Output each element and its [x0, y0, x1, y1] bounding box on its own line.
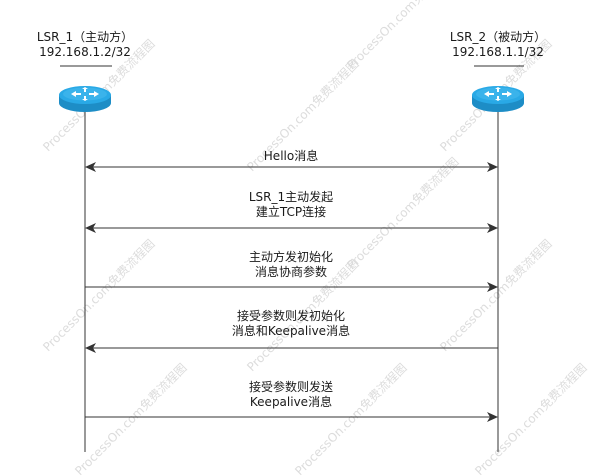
message-label: 接受参数则发初始化 — [237, 308, 345, 323]
watermark-text: ProcessOn.com免费流程图 — [344, 154, 462, 272]
message-label: 建立TCP连接 — [256, 204, 326, 219]
watermark-text: ProcessOn.com免费流程图 — [292, 360, 410, 476]
message-label: LSR_1主动发起 — [249, 189, 333, 204]
message-hello: Hello消息 — [85, 148, 498, 172]
router-icon — [59, 86, 111, 112]
message-tcp: LSR_1主动发起 建立TCP连接 — [85, 189, 498, 233]
lsr2-ip: 192.168.1.1/32 — [452, 45, 544, 59]
lsr1-ip: 192.168.1.2/32 — [39, 45, 131, 59]
watermark-text: ProcessOn.com免费流程图 — [344, 0, 462, 72]
lsr2-name: LSR_2（被动方） — [450, 29, 546, 44]
watermark-text: ProcessOn.com免费流程图 — [472, 360, 590, 476]
watermark-text: ProcessOn.com免费流程图 — [437, 236, 555, 354]
message-label: Keepalive消息 — [250, 394, 332, 409]
message-label: 主动方发初始化 — [249, 249, 333, 264]
watermark-text: ProcessOn.com免费流程图 — [40, 236, 158, 354]
arrow-right-icon — [487, 412, 498, 422]
message-init-keepalive: 接受参数则发初始化 消息和Keepalive消息 — [85, 308, 498, 353]
message-label: 消息和Keepalive消息 — [232, 323, 350, 338]
arrow-right-icon — [487, 162, 498, 172]
lsr1-header: LSR_1（主动方） 192.168.1.2/32 — [37, 29, 133, 67]
arrow-right-icon — [487, 223, 498, 233]
message-label: Hello消息 — [264, 148, 318, 163]
message-init: 主动方发初始化 消息协商参数 — [85, 249, 498, 292]
arrow-left-icon — [85, 223, 96, 233]
message-keepalive: 接受参数则发送 Keepalive消息 — [85, 379, 498, 422]
arrow-right-icon — [487, 282, 498, 292]
message-label: 消息协商参数 — [255, 264, 327, 279]
arrow-left-icon — [85, 162, 96, 172]
watermark-text: ProcessOn.com免费流程图 — [72, 360, 190, 476]
lsr1-name: LSR_1（主动方） — [37, 29, 133, 44]
router-icon — [472, 86, 524, 112]
lsr2-header: LSR_2（被动方） 192.168.1.1/32 — [450, 29, 546, 67]
arrow-left-icon — [85, 343, 96, 353]
message-label: 接受参数则发送 — [249, 379, 333, 394]
